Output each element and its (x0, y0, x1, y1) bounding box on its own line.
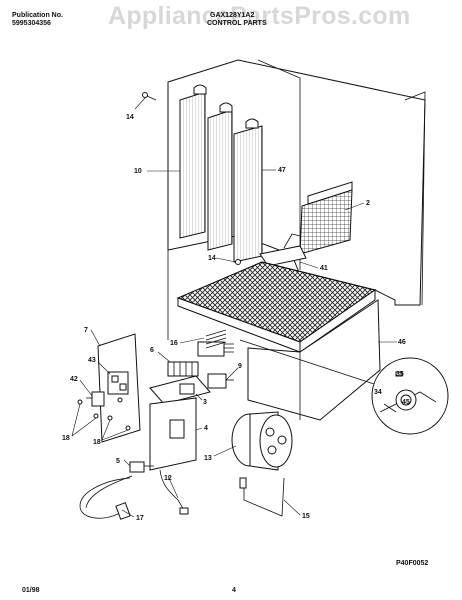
callout-18-left: 18 (62, 435, 70, 442)
screw-14 (142, 92, 157, 101)
knob-42 (86, 391, 105, 407)
screw-18 (77, 399, 131, 431)
relay-3 (149, 375, 211, 405)
wire-harness-16 (205, 329, 227, 349)
coil-assembly-47 (233, 118, 263, 263)
publication-label: Publication No. (12, 12, 63, 19)
callout-10: 10 (134, 168, 142, 175)
power-cord-17 (79, 475, 133, 520)
screw-14-lower (235, 259, 241, 265)
mounting-strap-15 (239, 477, 285, 517)
model-number: GAX128Y1A2 (210, 12, 255, 19)
control-board-4 (149, 397, 197, 471)
figure-code: P40F0052 (396, 560, 429, 567)
footer-date: 01/98 (22, 587, 40, 594)
switch-43 (107, 371, 129, 395)
callout-41: 41 (320, 265, 328, 272)
callout-9: 9 (238, 363, 242, 370)
callout-4: 4 (204, 425, 208, 432)
coil-assembly-10 (179, 84, 207, 239)
terminal-5 (129, 461, 154, 473)
callout-14-top: 14 (126, 114, 134, 121)
air-filter-2 (299, 181, 353, 255)
callout-15: 15 (302, 513, 310, 520)
blower-motor-13 (231, 411, 293, 471)
callout-45: 45 (402, 399, 410, 406)
callout-12: 12 (164, 475, 172, 482)
callout-35: 35 (396, 371, 404, 378)
bracket-41 (259, 233, 307, 267)
callout-2: 2 (366, 200, 370, 207)
section-title: CONTROL PARTS (207, 20, 267, 27)
watermark: AppliancePartsPros.com (108, 2, 411, 30)
leader-lines (71, 97, 397, 518)
callout-47: 47 (278, 167, 286, 174)
callout-34: 34 (374, 389, 382, 396)
footer-page: 4 (232, 587, 236, 594)
callout-46: 46 (398, 339, 406, 346)
thermistor-12 (159, 469, 189, 515)
housing-46 (247, 299, 381, 421)
callout-6: 6 (150, 347, 154, 354)
callout-14-mid: 14 (208, 255, 216, 262)
callout-7: 7 (84, 327, 88, 334)
callout-13: 13 (204, 455, 212, 462)
callout-18-right: 18 (93, 439, 101, 446)
callout-43: 43 (88, 357, 96, 364)
coil-assembly-center (207, 102, 233, 251)
callout-16: 16 (170, 340, 178, 347)
switch-9 (207, 373, 234, 389)
terminal-block-6 (167, 341, 234, 377)
callout-5: 5 (116, 458, 120, 465)
callout-17: 17 (136, 515, 144, 522)
callout-3: 3 (203, 399, 207, 406)
base-pan-mesh (176, 261, 377, 353)
callout-42: 42 (70, 376, 78, 383)
thermostat-detail (239, 339, 449, 435)
publication-number: 5995304356 (12, 20, 51, 27)
